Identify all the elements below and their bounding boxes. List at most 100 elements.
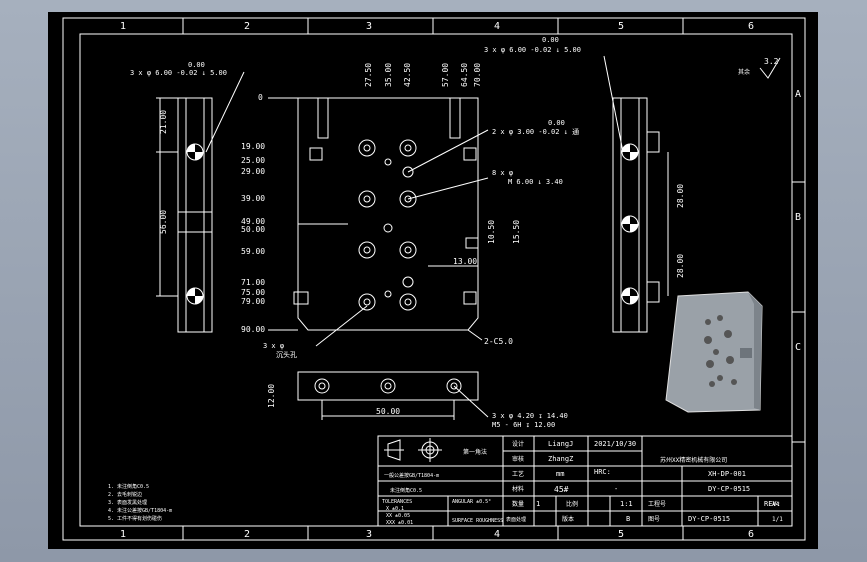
- dim-y-79: 79.00: [241, 297, 265, 306]
- right-callout: 3 x φ 6.00 -0.02 ↓ 5.00: [484, 46, 581, 54]
- col-label-1: 1: [120, 21, 126, 32]
- row-label-a: A: [795, 89, 801, 100]
- column-ticks: [182, 18, 805, 540]
- dim-y-19: 19.00: [241, 142, 265, 151]
- roughness-label: 其余: [738, 68, 750, 76]
- dim-y-39: 39.00: [241, 194, 265, 203]
- projection-label: 第一角法: [463, 448, 487, 456]
- col-label-6b: 6: [748, 529, 754, 540]
- left-dim-21: 21.00: [159, 110, 168, 134]
- note-2: 2. 去毛刺锐边: [108, 491, 142, 498]
- col-label-4: 4: [494, 21, 500, 32]
- callout-bottom-thread: M5 - 6H ↧ 12.00: [492, 421, 555, 429]
- dim-x-35: 35.00: [384, 63, 393, 87]
- dim-15-50: 15.50: [512, 220, 521, 244]
- dim-y-90: 90.00: [241, 325, 265, 334]
- tb-left-line1: 一般公差按GB/T1804-m: [384, 472, 439, 479]
- dim-y-0: 0: [258, 93, 263, 102]
- tol-2: XX ±0.05: [386, 513, 410, 519]
- tb-drawing-name: DY-CP-0515: [708, 485, 750, 493]
- row-label-b: B: [795, 212, 801, 223]
- tb-r3-c2: mm: [556, 470, 564, 478]
- dim-y-59: 59.00: [241, 247, 265, 256]
- tb-left-line2: 未注倒角C0.5: [390, 487, 422, 494]
- chamfer-label: 2-C5.0: [484, 337, 513, 346]
- title-block: [377, 435, 793, 527]
- left-dim-56: 56.00: [159, 210, 168, 234]
- cad-drawing: 1 2 3 4 5 6 1 2 3 4 5 6 A B C: [62, 17, 806, 541]
- callout-3mm: 2 x φ 3.00 -0.02 ↓ 通: [492, 127, 579, 136]
- tb-r5-c3: 比例: [566, 500, 578, 508]
- left-callout: 3 x φ 6.00 -0.02 ↓ 5.00: [130, 69, 227, 77]
- tb-r1-c3: 2021/10/30: [594, 440, 636, 448]
- tb-rev: REV:: [764, 500, 781, 508]
- tb-r6-c1: 表面处理: [506, 516, 526, 523]
- tb-r4-c3: -: [614, 485, 618, 493]
- tb-r1-c2: LiangJ: [548, 440, 573, 448]
- note-5: 5. 工件不得有划伤碰伤: [108, 515, 162, 522]
- dim-y-71: 71.00: [241, 278, 265, 287]
- tb-sheet: 1/1: [772, 516, 783, 523]
- dim-13: 13.00: [453, 257, 477, 266]
- left-side-view: [156, 71, 245, 333]
- tb-r1-c1: 设计: [512, 440, 524, 448]
- col-label-3: 3: [366, 21, 372, 32]
- tol-3: XXX ±0.01: [386, 520, 413, 526]
- col-label-6: 6: [748, 21, 754, 32]
- note-3: 3. 表面发黑处理: [108, 499, 147, 506]
- callout-8x: 8 x φ: [492, 169, 513, 177]
- inner-border: [79, 33, 793, 527]
- col-label-5: 5: [618, 21, 624, 32]
- col-label-5b: 5: [618, 529, 624, 540]
- dim-y-25: 25.00: [241, 156, 265, 165]
- tb-r5-c2: 1: [536, 500, 540, 508]
- dim-x-42: 42.50: [403, 63, 412, 87]
- right-dim-28a: 28.00: [676, 184, 685, 208]
- note-4: 4. 未注公差按GB/T1804-m: [108, 507, 172, 514]
- left-callout-tol: 0.00: [188, 61, 205, 69]
- bottom-view: [297, 371, 489, 420]
- tb-r3-c3: HRC:: [594, 468, 611, 476]
- col-label-2b: 2: [244, 529, 250, 540]
- tol-title: TOLERANCES: [382, 499, 412, 505]
- drawing-sheet: 1 2 3 4 5 6 1 2 3 4 5 6 A B C: [48, 12, 818, 549]
- roughness-value: 3.2: [764, 57, 779, 66]
- col-label-4b: 4: [494, 529, 500, 540]
- callout-bottom-2: 沉头孔: [276, 350, 297, 359]
- callout-bottom-holes: 3 x φ 4.20 ↧ 14.40: [492, 412, 568, 420]
- callout-3mm-tol: 0.00: [548, 119, 565, 127]
- tb-r3-c1: 工艺: [512, 470, 524, 478]
- col-label-3b: 3: [366, 529, 372, 540]
- dim-10-50: 10.50: [487, 220, 496, 244]
- right-dim-28b: 28.00: [676, 254, 685, 278]
- dim-y-75: 75.00: [241, 288, 265, 297]
- tb-company: 苏州XX精密机械有限公司: [660, 456, 727, 464]
- row-label-c: C: [795, 342, 801, 353]
- dim-x-64: 64.50: [460, 63, 469, 87]
- outer-border: [62, 17, 806, 541]
- dim-y-29: 29.00: [241, 167, 265, 176]
- tb-size: A4: [772, 501, 780, 508]
- callout-8x-m6: M 6.00 ↓ 3.40: [508, 178, 563, 186]
- top-view-plate: [268, 97, 483, 341]
- col-label-2: 2: [244, 21, 250, 32]
- dim-x-27: 27.50: [364, 63, 373, 87]
- tb-r2-c2: ZhangZ: [548, 455, 573, 463]
- tb-part-no: XH-DP-001: [708, 470, 746, 478]
- tb-r4-c2: 45#: [554, 485, 569, 494]
- dim-y-50: 50.00: [241, 225, 265, 234]
- tol-1: X ±0.1: [386, 506, 404, 512]
- tb-r5-c4: 1:1: [620, 500, 633, 508]
- tol-angular: ANGULAR ±0.5°: [452, 499, 491, 505]
- tb-drawing-no: DY-CP-0515: [688, 515, 730, 523]
- dim-50: 50.00: [376, 407, 400, 416]
- callout-bottom: 3 x φ: [263, 342, 284, 350]
- tb-r4-c1: 材料: [512, 485, 524, 493]
- tol-surface: SURFACE ROUGHNESS: [452, 518, 503, 524]
- tb-r6-c2: 版本: [562, 515, 574, 523]
- dim-12: 12.00: [267, 384, 276, 408]
- tb-r6-c4: 图号: [648, 516, 660, 523]
- tb-r6-c3: B: [626, 515, 630, 523]
- tb-r2-c1: 审核: [512, 455, 524, 463]
